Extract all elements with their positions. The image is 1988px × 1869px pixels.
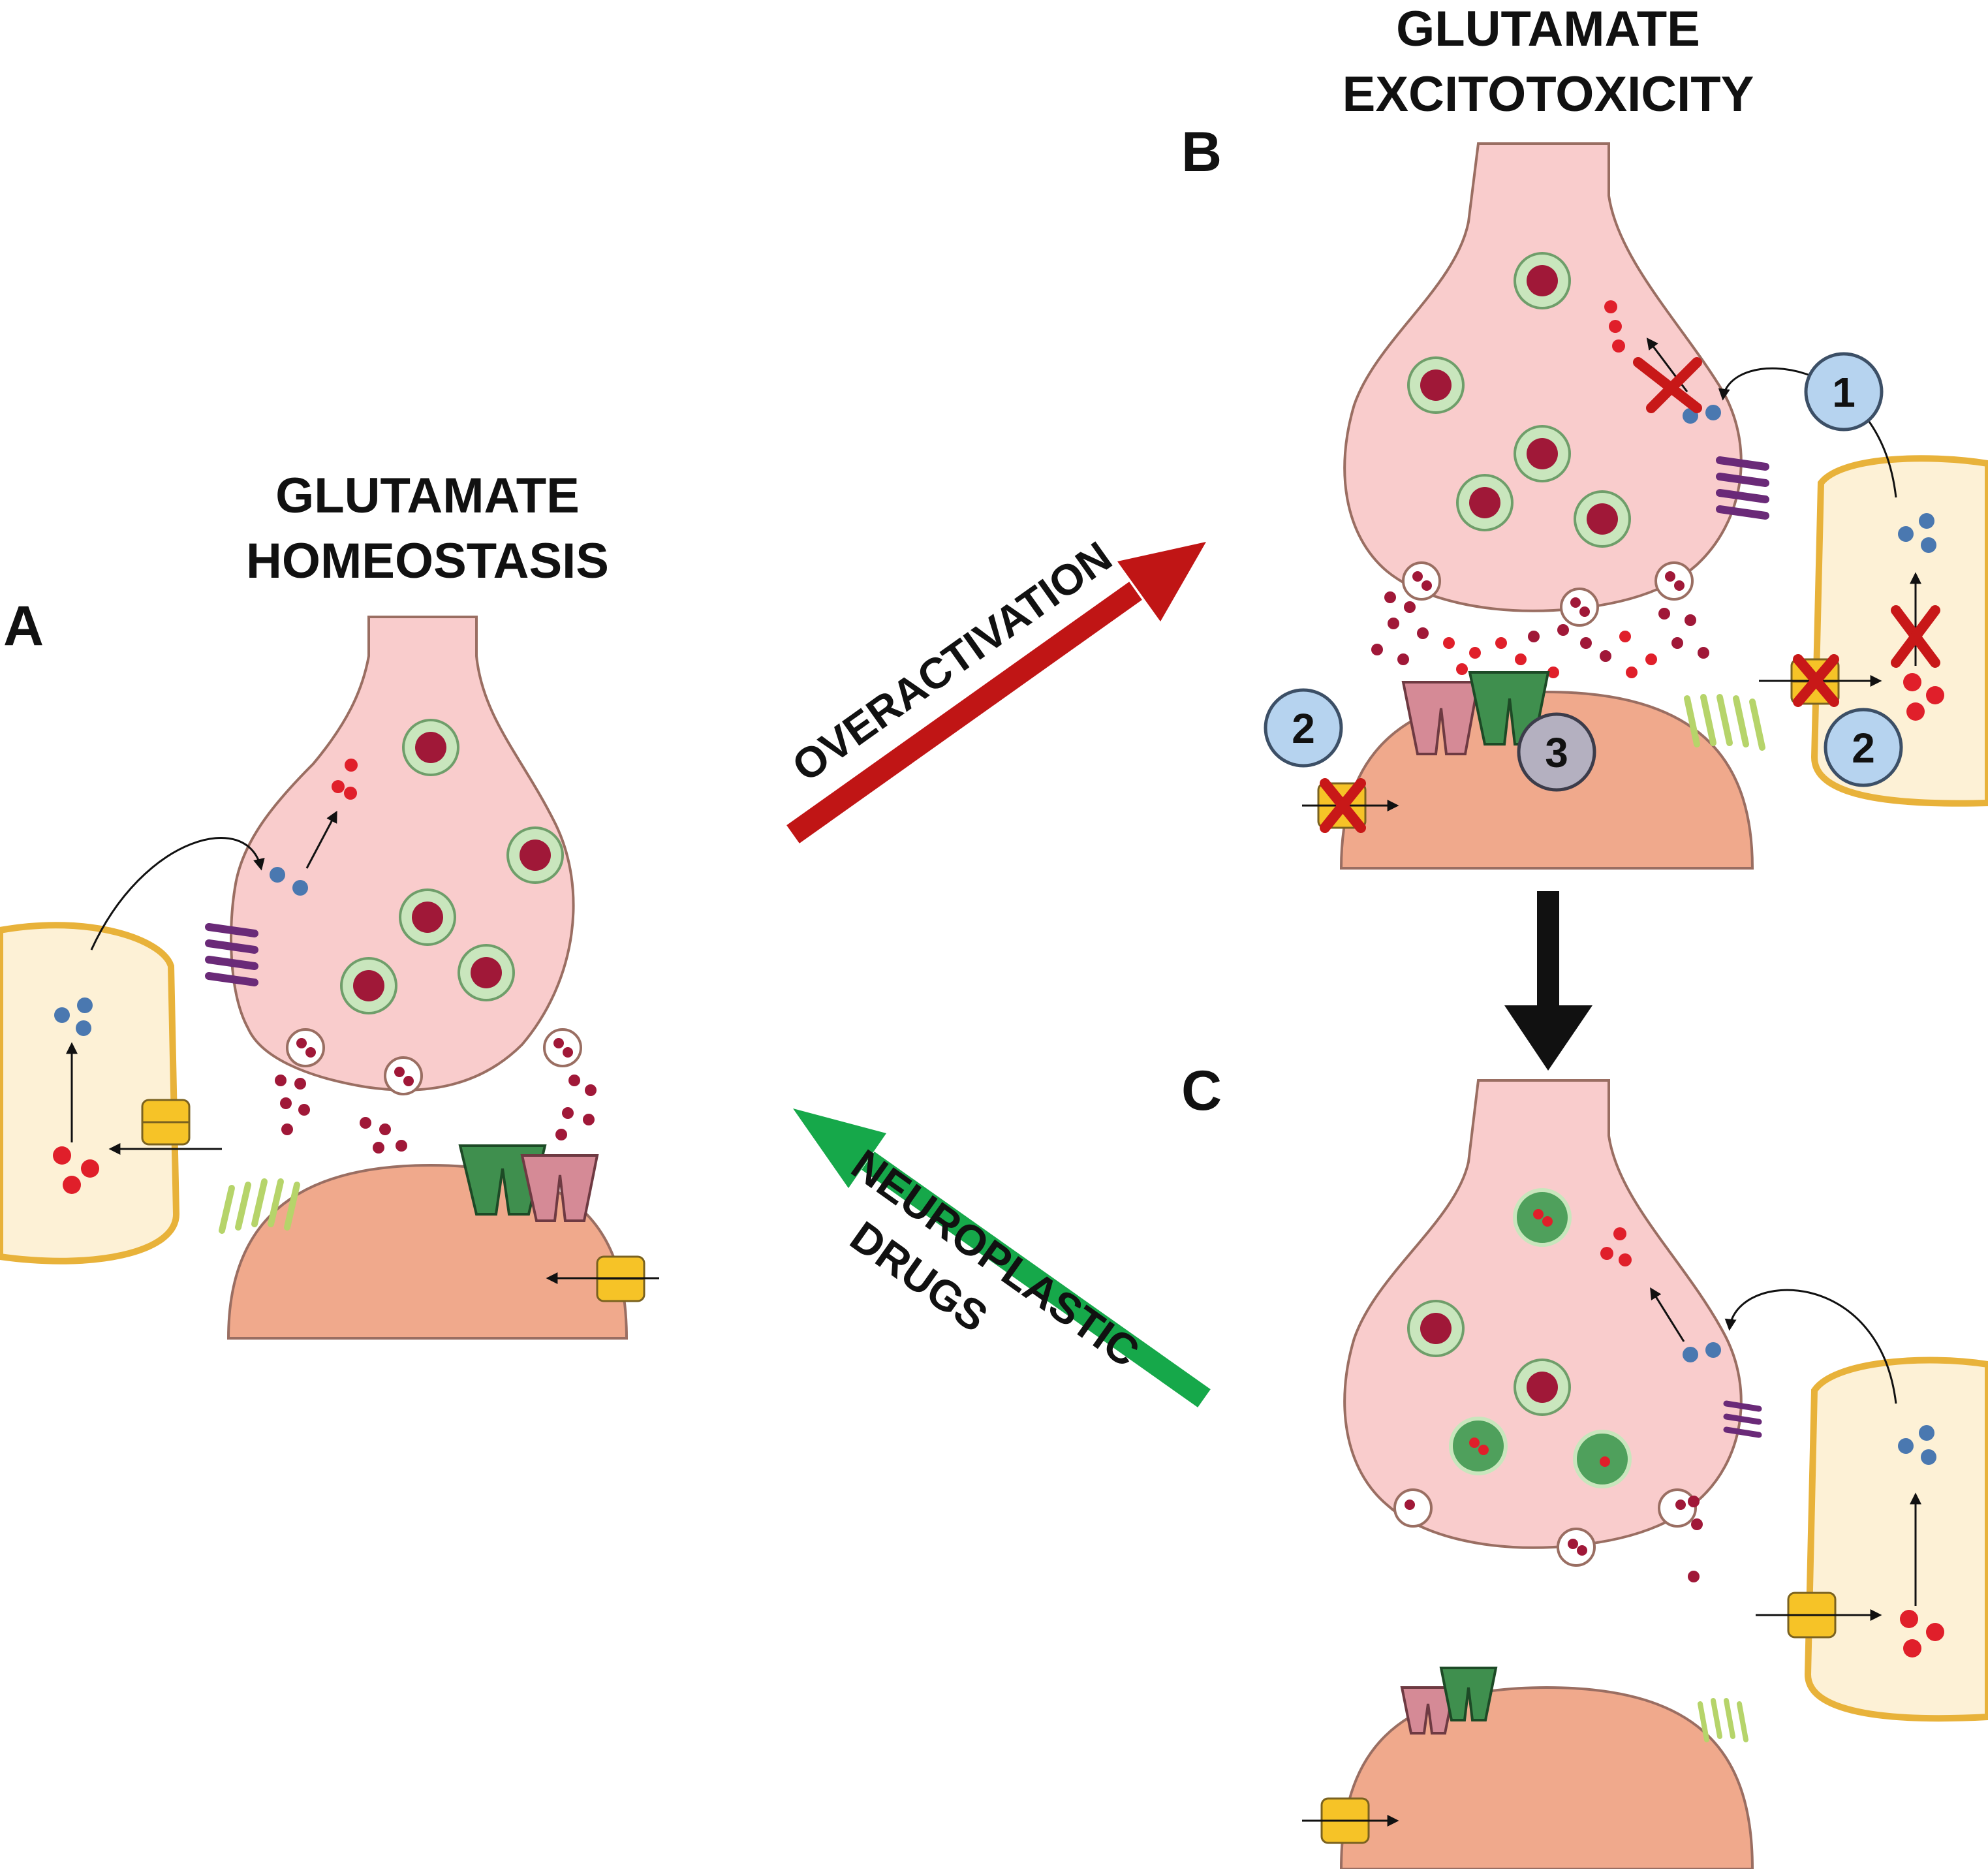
- conversion-arrow-a: [305, 810, 337, 869]
- glutamate-new-a: [332, 759, 358, 800]
- release-sites-c: [1393, 1488, 1697, 1567]
- astrocyte-c: [1804, 1357, 1988, 1722]
- metabotropic-receptor-postsyn-c: [1698, 1698, 1748, 1742]
- step-badge-2-right: 2: [1824, 708, 1903, 787]
- release-sites-a: [286, 1028, 582, 1095]
- metabotropic-receptor-presyn-b: [1716, 456, 1769, 520]
- postsynaptic-neuron-c: [1339, 1686, 1754, 1869]
- metabotropic-receptor-presyn-a: [205, 923, 258, 986]
- blocked-conversion-x-b: [1633, 357, 1702, 413]
- cleft-glutamate-b: [1371, 591, 1709, 685]
- astro-glutamate-a: [53, 1146, 99, 1194]
- astrocyte-a: [0, 922, 180, 1264]
- step-badge-2-left: 2: [1264, 688, 1343, 768]
- glutamine-c: [1683, 1342, 1936, 1465]
- excitotoxicity-title-line1: GLUTAMATE: [1396, 1, 1700, 57]
- panel-a-homeostasis: [0, 616, 659, 1340]
- progression-down-arrow: [1504, 891, 1592, 1071]
- eaat-transporter-post-a: [546, 1255, 659, 1302]
- metabotropic-receptor-postsyn-b: [1684, 694, 1765, 751]
- overactivation-label: OVERACTIVATION: [783, 532, 1120, 791]
- glutamine-shuttle-arrow-a: [90, 837, 265, 950]
- presynaptic-terminal-b: [1343, 142, 1743, 612]
- eaat-transporter-astro-c: [1756, 1592, 1882, 1639]
- glutamate-new-b: [1604, 300, 1625, 353]
- glutamine-shuttle-arrow-b: [1718, 367, 1897, 498]
- homeostasis-title-line1: GLUTAMATE: [275, 468, 580, 524]
- svg-text:2: 2: [1852, 725, 1875, 772]
- synaptic-vesicles-a: [340, 719, 564, 1014]
- panel-b-excitotoxicity: 1 2 2 3: [1264, 142, 1988, 870]
- panel-label-a: A: [3, 595, 44, 657]
- eaat-transporter-astro-a: [108, 1099, 222, 1155]
- step-badge-1: 1: [1804, 352, 1884, 432]
- eaat-transporter-post-b: [1302, 778, 1399, 833]
- glutamate-new-c: [1600, 1227, 1632, 1266]
- glutamine-b: [1683, 405, 1936, 553]
- homeostasis-title-line2: HOMEOSTASIS: [246, 533, 609, 589]
- glutamine-a: [54, 867, 308, 1036]
- release-sites-b: [1402, 561, 1694, 627]
- presynaptic-terminal-c: [1343, 1079, 1743, 1549]
- excitotoxicity-title-line2: EXCITOTOXICITY: [1343, 67, 1754, 122]
- glutamine-shuttle-arrow-c: [1724, 1289, 1897, 1404]
- panel-c-outcome: [1302, 1079, 1988, 1869]
- ionotropic-receptor-pink-a: [520, 1154, 599, 1222]
- metabotropic-receptor-postsyn-a: [219, 1178, 300, 1234]
- astro-glutamate-b: [1903, 673, 1944, 721]
- synaptic-vesicles-c: [1407, 1188, 1632, 1488]
- overactivation-arrow: OVERACTIVATION: [783, 532, 1206, 843]
- panel-label-b: B: [1181, 121, 1222, 183]
- svg-text:1: 1: [1832, 369, 1856, 416]
- eaat-transporter-astro-b: [1759, 654, 1882, 707]
- svg-text:3: 3: [1545, 729, 1568, 776]
- ionotropic-receptor-green-c: [1439, 1667, 1498, 1721]
- eaat-transporter-post-c: [1302, 1797, 1399, 1844]
- astro-glutamate-c: [1900, 1610, 1944, 1657]
- cleft-glutamate-a: [275, 1075, 597, 1154]
- neuroplastic-drugs-arrow: NEUROPLASTIC DRUGS: [793, 1108, 1211, 1407]
- conversion-arrow-c: [1650, 1287, 1685, 1342]
- svg-text:2: 2: [1292, 705, 1315, 752]
- cleft-glutamate-c: [1688, 1496, 1703, 1582]
- panel-label-c: C: [1181, 1060, 1222, 1122]
- step-badge-3: 3: [1517, 712, 1596, 792]
- blocked-astro-conversion-x-b: [1891, 605, 1940, 668]
- metabotropic-receptor-presyn-c: [1723, 1400, 1762, 1438]
- synaptic-vesicles-b: [1407, 252, 1631, 548]
